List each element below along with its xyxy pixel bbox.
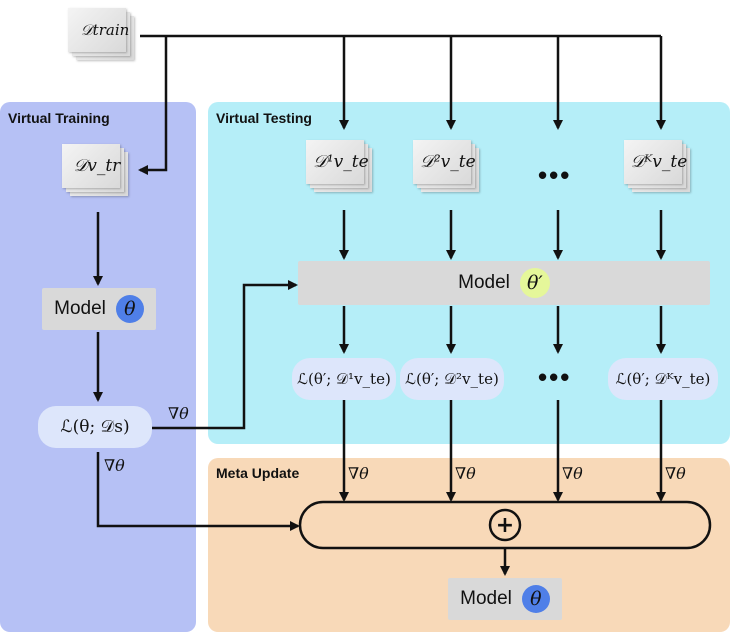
theta-badge: θ bbox=[115, 295, 144, 323]
final-model-box: Model θ bbox=[448, 578, 562, 620]
virtual-testing-title: Virtual Testing bbox=[216, 110, 312, 126]
grad-test-k: ∇θ bbox=[665, 464, 686, 483]
testing-model-box: Model θ′ bbox=[298, 261, 710, 305]
dtrain-label: 𝒟train bbox=[80, 21, 130, 39]
grad-test-2: ∇θ bbox=[455, 464, 476, 483]
trainloss-to-agg-arrow bbox=[96, 452, 300, 531]
dvtek-stack: 𝒟ᴷv_te bbox=[624, 140, 696, 196]
training-loss: ℒ(θ; 𝒟s) bbox=[38, 406, 152, 448]
grad-test-dots: ∇θ bbox=[562, 464, 583, 483]
final-theta-badge: θ bbox=[521, 585, 550, 613]
grad-train-to-meta: ∇θ bbox=[104, 456, 125, 475]
dvtr-label: 𝒟v_tr bbox=[73, 156, 121, 176]
dvtek-label: 𝒟ᴷv_te bbox=[630, 152, 688, 172]
dvte2-stack: 𝒟²v_te bbox=[413, 140, 485, 196]
training-model-box: Model θ bbox=[42, 288, 156, 330]
losses-ellipsis: ••• bbox=[538, 362, 572, 392]
virtual-training-title: Virtual Training bbox=[8, 110, 110, 126]
test-loss-1: ℒ(θ′; 𝒟¹v_te) bbox=[292, 358, 396, 400]
grad-test-1: ∇θ bbox=[348, 464, 369, 483]
testing-model-label: Model bbox=[458, 272, 510, 293]
dvte2-label: 𝒟²v_te bbox=[420, 152, 476, 172]
dvtr-stack: 𝒟v_tr bbox=[62, 144, 134, 200]
final-model-label: Model bbox=[460, 588, 512, 609]
theta-prime-badge: θ′ bbox=[519, 268, 550, 298]
test-loss-2: ℒ(θ′; 𝒟²v_te) bbox=[400, 358, 504, 400]
train-to-vtr-arrow bbox=[138, 36, 168, 175]
meta-update-title: Meta Update bbox=[216, 465, 300, 481]
dvte1-stack: 𝒟¹v_te bbox=[306, 140, 378, 196]
plus-circle bbox=[488, 508, 522, 542]
test-loss-k: ℒ(θ′; 𝒟ᴷv_te) bbox=[608, 358, 718, 400]
grad-train-to-test: ∇θ bbox=[168, 404, 189, 423]
plus-symbol: + bbox=[495, 512, 515, 538]
dtrain-stack: 𝒟train bbox=[68, 8, 140, 64]
loss-to-theta-prime-arrow bbox=[152, 280, 298, 430]
testsets-ellipsis: ••• bbox=[538, 160, 572, 190]
dvte1-label: 𝒟¹v_te bbox=[313, 152, 369, 172]
training-model-label: Model bbox=[54, 298, 106, 319]
